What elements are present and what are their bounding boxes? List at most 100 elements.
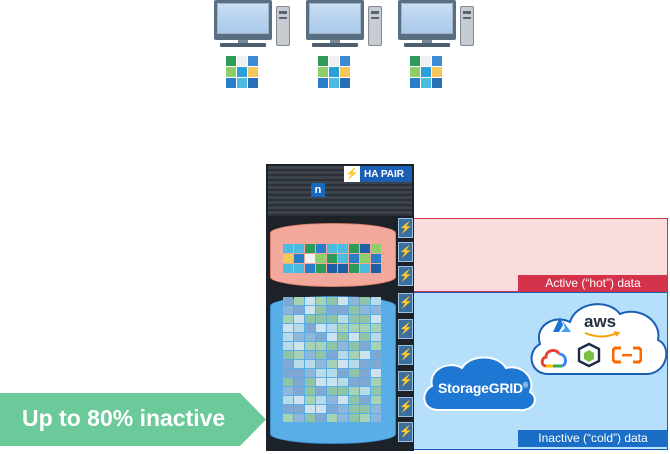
data-block — [305, 351, 315, 359]
data-block — [305, 387, 315, 395]
data-block — [360, 351, 370, 359]
data-block — [349, 333, 359, 341]
data-block — [371, 351, 381, 359]
data-block — [305, 396, 315, 404]
data-block — [283, 387, 293, 395]
data-block — [338, 315, 348, 323]
data-block — [283, 405, 293, 413]
data-block — [360, 297, 370, 305]
data-block — [283, 360, 293, 368]
data-block — [371, 360, 381, 368]
data-block — [371, 306, 381, 314]
data-block — [316, 396, 326, 404]
data-block — [305, 333, 315, 341]
data-block — [294, 378, 304, 386]
data-block — [327, 405, 337, 413]
data-block — [327, 351, 337, 359]
data-block — [294, 333, 304, 341]
data-block — [360, 306, 370, 314]
data-block — [338, 342, 348, 350]
data-block — [316, 378, 326, 386]
data-block — [294, 315, 304, 323]
data-block — [371, 333, 381, 341]
data-block — [305, 254, 315, 263]
data-block — [327, 264, 337, 273]
storagegrid-label: StorageGRID® — [438, 380, 528, 396]
data-block — [305, 264, 315, 273]
data-block — [371, 244, 381, 253]
data-block — [338, 351, 348, 359]
data-block — [338, 254, 348, 263]
data-block — [283, 414, 293, 422]
inactive-percentage-label: Up to 80% inactive — [22, 405, 226, 431]
data-blocks-icon — [410, 56, 442, 88]
data-block — [349, 306, 359, 314]
flash-drive-icon: ⚡ — [398, 293, 413, 313]
data-block — [316, 351, 326, 359]
data-block — [294, 264, 304, 273]
workstation-2 — [306, 0, 382, 50]
data-block — [349, 387, 359, 395]
data-block — [294, 254, 304, 263]
data-block — [316, 297, 326, 305]
data-block — [360, 360, 370, 368]
flash-drive-icon: ⚡ — [398, 371, 413, 391]
data-block — [360, 244, 370, 253]
data-block — [305, 306, 315, 314]
data-block — [294, 387, 304, 395]
data-block — [283, 297, 293, 305]
data-block — [283, 244, 293, 253]
data-block — [327, 297, 337, 305]
data-block — [305, 297, 315, 305]
data-block — [349, 360, 359, 368]
data-block — [349, 396, 359, 404]
data-blocks-icon — [226, 56, 258, 88]
data-block — [360, 254, 370, 263]
data-block — [371, 297, 381, 305]
lightning-bolt-icon: ⚡ — [344, 166, 360, 182]
data-block — [338, 244, 348, 253]
data-block — [327, 306, 337, 314]
aws-label: aws — [584, 312, 617, 331]
data-block — [327, 414, 337, 422]
data-block — [283, 264, 293, 273]
data-block — [338, 333, 348, 341]
data-block — [349, 297, 359, 305]
data-block — [338, 297, 348, 305]
workstation-1 — [214, 0, 290, 50]
data-block — [305, 360, 315, 368]
data-block — [283, 315, 293, 323]
data-block — [360, 264, 370, 273]
data-block — [371, 264, 381, 273]
data-block — [283, 333, 293, 341]
oracle-cloud-icon — [577, 342, 601, 368]
data-block — [305, 342, 315, 350]
data-block — [371, 378, 381, 386]
data-block — [338, 264, 348, 273]
data-block — [338, 387, 348, 395]
workstation-3 — [398, 0, 474, 50]
data-block — [371, 387, 381, 395]
data-block — [283, 351, 293, 359]
data-block — [327, 342, 337, 350]
data-block — [316, 333, 326, 341]
flash-drive-icon: ⚡ — [398, 397, 413, 417]
data-block — [316, 306, 326, 314]
data-block — [360, 369, 370, 377]
flash-drive-icon: ⚡ — [398, 422, 413, 442]
data-block — [316, 405, 326, 413]
data-block — [338, 378, 348, 386]
data-block — [360, 315, 370, 323]
hot-data-label: Active (“hot”) data — [518, 275, 668, 292]
data-block — [360, 333, 370, 341]
flash-drive-icon: ⚡ — [398, 319, 413, 339]
data-block — [338, 360, 348, 368]
data-block — [316, 342, 326, 350]
data-block — [360, 387, 370, 395]
data-block — [283, 306, 293, 314]
data-block — [294, 396, 304, 404]
data-block — [360, 405, 370, 413]
data-block — [349, 254, 359, 263]
data-block — [349, 324, 359, 332]
data-block — [371, 414, 381, 422]
